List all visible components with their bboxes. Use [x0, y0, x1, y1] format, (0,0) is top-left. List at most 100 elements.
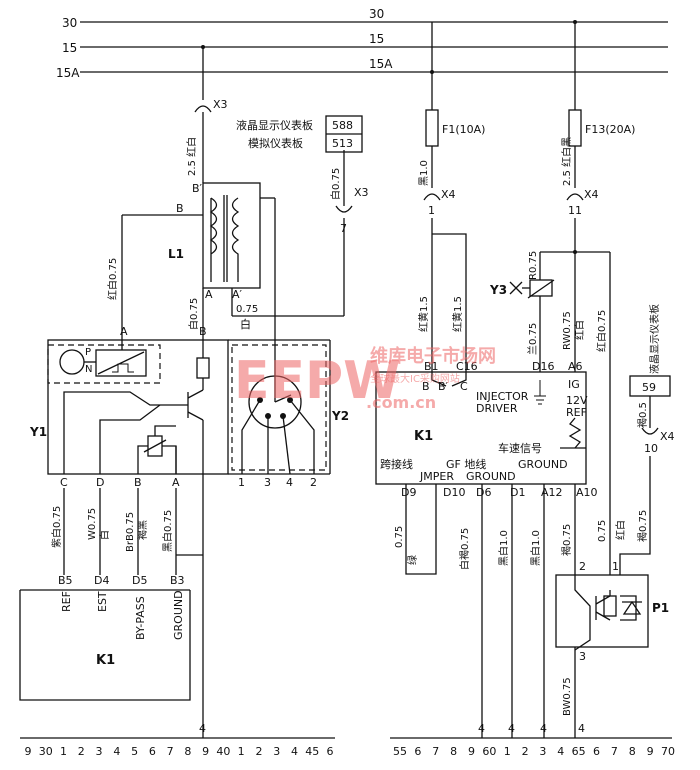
x4b-pin: 11	[568, 204, 582, 217]
p1-pin-2: 2	[579, 560, 586, 573]
p1-pin-1: 1	[612, 560, 619, 573]
fuse-f13-label: F13(20A)	[585, 123, 635, 136]
wire-label-brown05: 褐0.5	[636, 402, 649, 428]
terminal-right-12: 7	[611, 745, 618, 758]
wire-label-white-075-b: 白0.75	[187, 298, 200, 330]
k1r-pin-bp: B′	[438, 380, 449, 393]
wire-label-red-yellow-1: 红黄1.5	[417, 296, 430, 332]
p1-label: P1	[652, 601, 669, 615]
k1r-pin-d6: D6	[476, 486, 491, 499]
terminal-right-10: 65	[572, 745, 586, 758]
k1r-ref-resistor	[568, 417, 582, 449]
bus-lines	[80, 21, 668, 73]
lcd-59-value: 59	[642, 381, 656, 394]
terminal-left-17: 6	[327, 745, 334, 758]
terminal-left-5: 4	[113, 745, 120, 758]
p1-pin-3: 3	[579, 650, 586, 663]
wire-label-red-yellow-2: 红黄1.5	[451, 296, 464, 332]
terminal-left-7: 6	[149, 745, 156, 758]
y1-signal-box	[95, 349, 147, 377]
l1-secondary-winding	[231, 197, 240, 282]
terminal-left-4: 3	[96, 745, 103, 758]
y1-sensor-coil	[59, 349, 85, 375]
wire-label-red-white-075-r: 红白0.75	[595, 310, 608, 352]
x4c-pin: 10	[644, 442, 658, 455]
y1-pin-p: P	[85, 347, 91, 358]
terminal-left-0: 9	[25, 745, 32, 758]
k1l-est: EST	[96, 591, 109, 612]
terminal-right-14: 9	[647, 745, 654, 758]
terminal-right-9: 4	[557, 745, 564, 758]
x4-connector-1	[423, 193, 441, 201]
k1r-pin-a12: A12	[541, 486, 563, 499]
y1-pin-n: N	[85, 364, 92, 375]
x4a-pin: 1	[428, 204, 435, 217]
terminal-right-3: 8	[450, 745, 457, 758]
lcd-panel-value: 588	[332, 119, 353, 132]
k1r-ground-b: GROUND	[466, 470, 516, 483]
k1r-driver: DRIVER	[476, 402, 518, 415]
k1r-gf: GF 地线	[446, 457, 486, 471]
wire-d9-d10-jumper	[405, 484, 437, 575]
lcd-panel-vertical-label: 液晶显示仪表板	[648, 304, 661, 374]
lcd-panel-label: 液晶显示仪表板	[236, 118, 313, 132]
x3b-label: X3	[354, 186, 369, 199]
y2-distributor-cap	[248, 375, 302, 429]
k1r-speed: 车速信号	[498, 441, 542, 455]
wire-label-w075: W0.75	[87, 508, 98, 540]
l1-pin-a: A	[205, 288, 213, 301]
x3b-pin-label: 7	[340, 222, 347, 235]
terminal-left-9: 8	[184, 745, 191, 758]
k1r-12v: 12V	[566, 394, 588, 407]
wire-label-bw10: 黑白1.0	[497, 530, 510, 566]
bus-30-label-right: 30	[369, 7, 384, 21]
terminal-right-7: 2	[522, 745, 529, 758]
wire-label-black-white: 黑白0.75	[161, 510, 174, 552]
terminal-left-15: 4	[291, 745, 298, 758]
wire-label-brown075b: 褐0.75	[636, 510, 649, 542]
drop-right-4-a: 4	[478, 722, 485, 735]
terminal-left-3: 2	[78, 745, 85, 758]
l1-pin-ap: A′	[232, 288, 243, 301]
y1-label: Y1	[29, 425, 47, 439]
y1-pin-a2: A	[172, 476, 180, 489]
y1-resistor	[196, 357, 210, 379]
bus-15a-label-right: 15A	[369, 57, 393, 71]
l1-pin-bp: B′	[192, 182, 203, 195]
k1r-pin-a6: A6	[568, 360, 583, 373]
y2-label: Y2	[331, 409, 349, 423]
wire-label-25-rwb: 2.5 红白黑	[560, 137, 573, 186]
wire-label-lan: 兰0.75	[526, 323, 539, 355]
wire-label-bw075: BW0.75	[562, 677, 573, 716]
p1-diode	[622, 600, 642, 615]
k1r-pin-a10: A10	[576, 486, 598, 499]
y1-pin-b: B	[199, 325, 207, 338]
wire-label-bw10b: 黑白1.0	[529, 530, 542, 566]
x4c-label: X4	[660, 430, 675, 443]
wire-label-white-c: 白	[98, 530, 111, 540]
k1r-pin-d16: D16	[532, 360, 554, 373]
k1r-injector: INJECTOR	[476, 390, 529, 403]
k1l-pin-b3: B3	[170, 574, 185, 587]
x4a-label: X4	[441, 188, 456, 201]
x3-pin7-connector	[335, 205, 353, 213]
y1-pin-c: C	[60, 476, 68, 489]
k1r-pin-ig: IG	[568, 378, 580, 391]
y2-pin-1: 1	[238, 476, 245, 489]
k1l-pin-d5: D5	[132, 574, 147, 587]
y3-valve-symbol	[509, 281, 523, 295]
y3-label: Y3	[489, 283, 507, 297]
k1r-jumper-cn: 跨接线	[380, 457, 413, 471]
terminal-left-14: 3	[273, 745, 280, 758]
terminal-left-8: 7	[167, 745, 174, 758]
y1-pin-d: D	[96, 476, 104, 489]
y2-pin-3: 3	[264, 476, 271, 489]
k1r-pin-d9: D9	[401, 486, 416, 499]
terminal-right-15: 70	[661, 745, 675, 758]
analog-panel-label: 模拟仪表板	[248, 136, 303, 150]
k1-right-frame	[375, 371, 587, 485]
terminal-right-2: 7	[432, 745, 439, 758]
wire-label-brown075: 褐0.75	[560, 524, 573, 556]
k1l-pin-b5: B5	[58, 574, 73, 587]
